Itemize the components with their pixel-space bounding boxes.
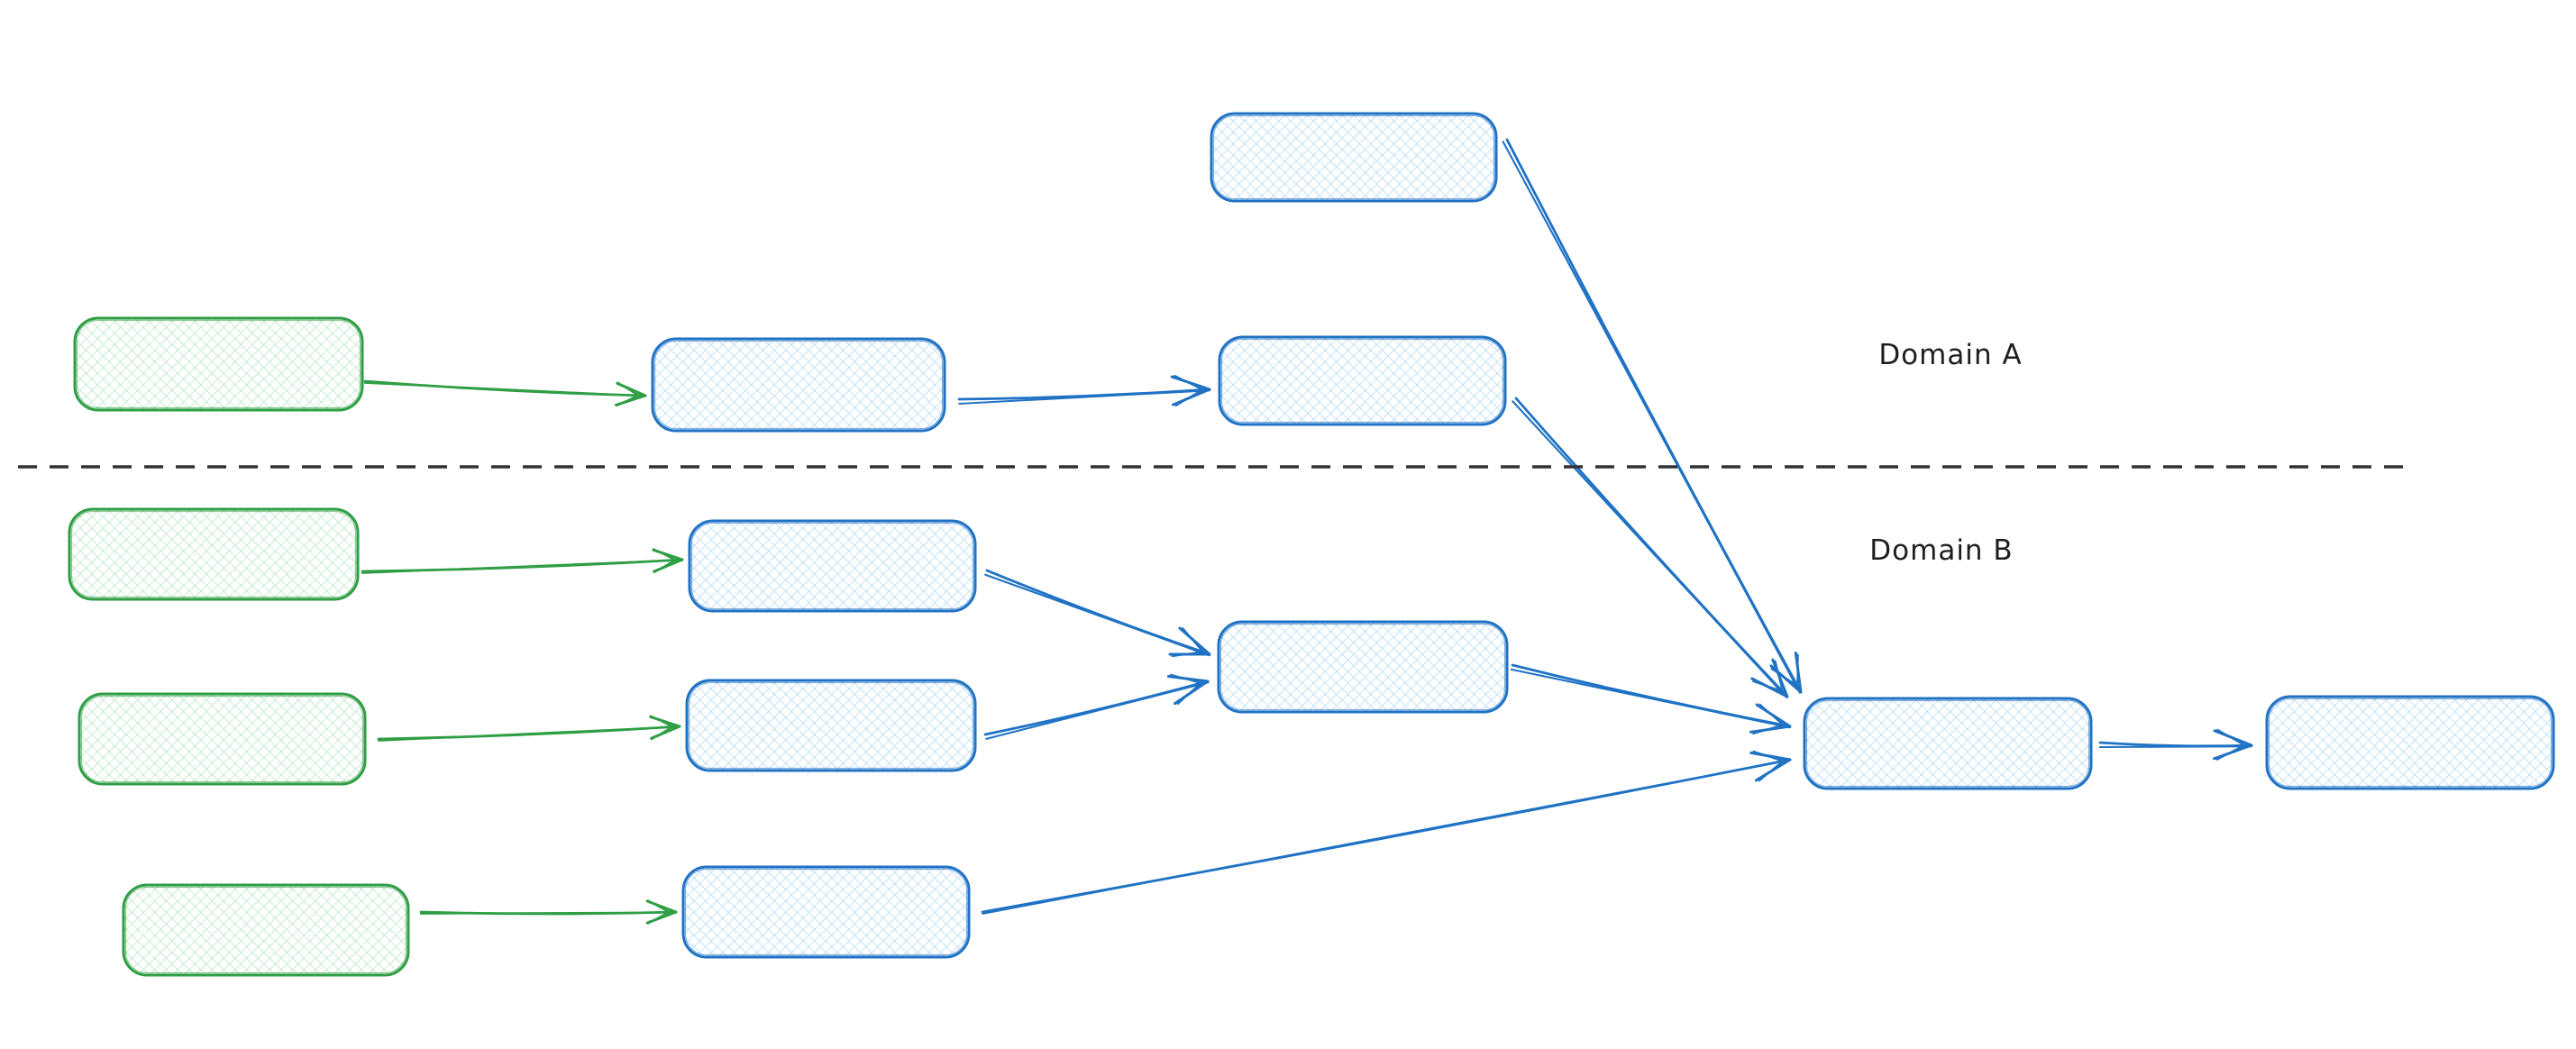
edge-blue-b-merge-to-blue-join: [1510, 663, 1792, 734]
edge-green-a-1-to-blue-a-1: [363, 379, 647, 407]
edge-blue-a-source-to-blue-join: [1502, 138, 1803, 694]
node-blue-b-merge: [1217, 620, 1509, 714]
edge-blue-b-3-to-blue-join: [981, 750, 1792, 915]
node-blue-a-source: [1210, 112, 1498, 203]
node-blue-b-1: [688, 519, 977, 613]
node-blue-a-2: [1218, 335, 1507, 426]
edge-green-b-2-to-blue-b-2: [377, 715, 681, 742]
node-blue-join: [1803, 697, 2093, 790]
domain-b-label: Domain B: [1869, 534, 2013, 567]
edge-blue-a-2-to-blue-join: [1512, 397, 1789, 698]
node-blue-a-1: [651, 337, 946, 433]
edge-blue-a-1-to-blue-a-2: [957, 374, 1211, 407]
edge-blue-join-to-blue-final: [2098, 728, 2253, 761]
edge-green-b-1-to-blue-b-1: [361, 548, 684, 574]
node-blue-b-2: [685, 679, 977, 772]
node-green-a-1: [73, 316, 364, 412]
node-blue-b-3: [681, 865, 971, 959]
nodes-layer: [68, 112, 2555, 977]
node-green-b-1: [68, 507, 360, 601]
edge-green-b-3-to-blue-b-3: [419, 899, 678, 925]
edge-blue-b-1-to-blue-b-merge: [984, 569, 1211, 658]
node-green-b-2: [78, 692, 367, 786]
domain-a-label: Domain A: [1878, 339, 2022, 371]
node-green-b-3: [122, 883, 410, 977]
edge-blue-b-2-to-blue-b-merge: [983, 673, 1210, 740]
edges-layer: [361, 138, 2253, 925]
node-blue-final: [2265, 695, 2555, 790]
